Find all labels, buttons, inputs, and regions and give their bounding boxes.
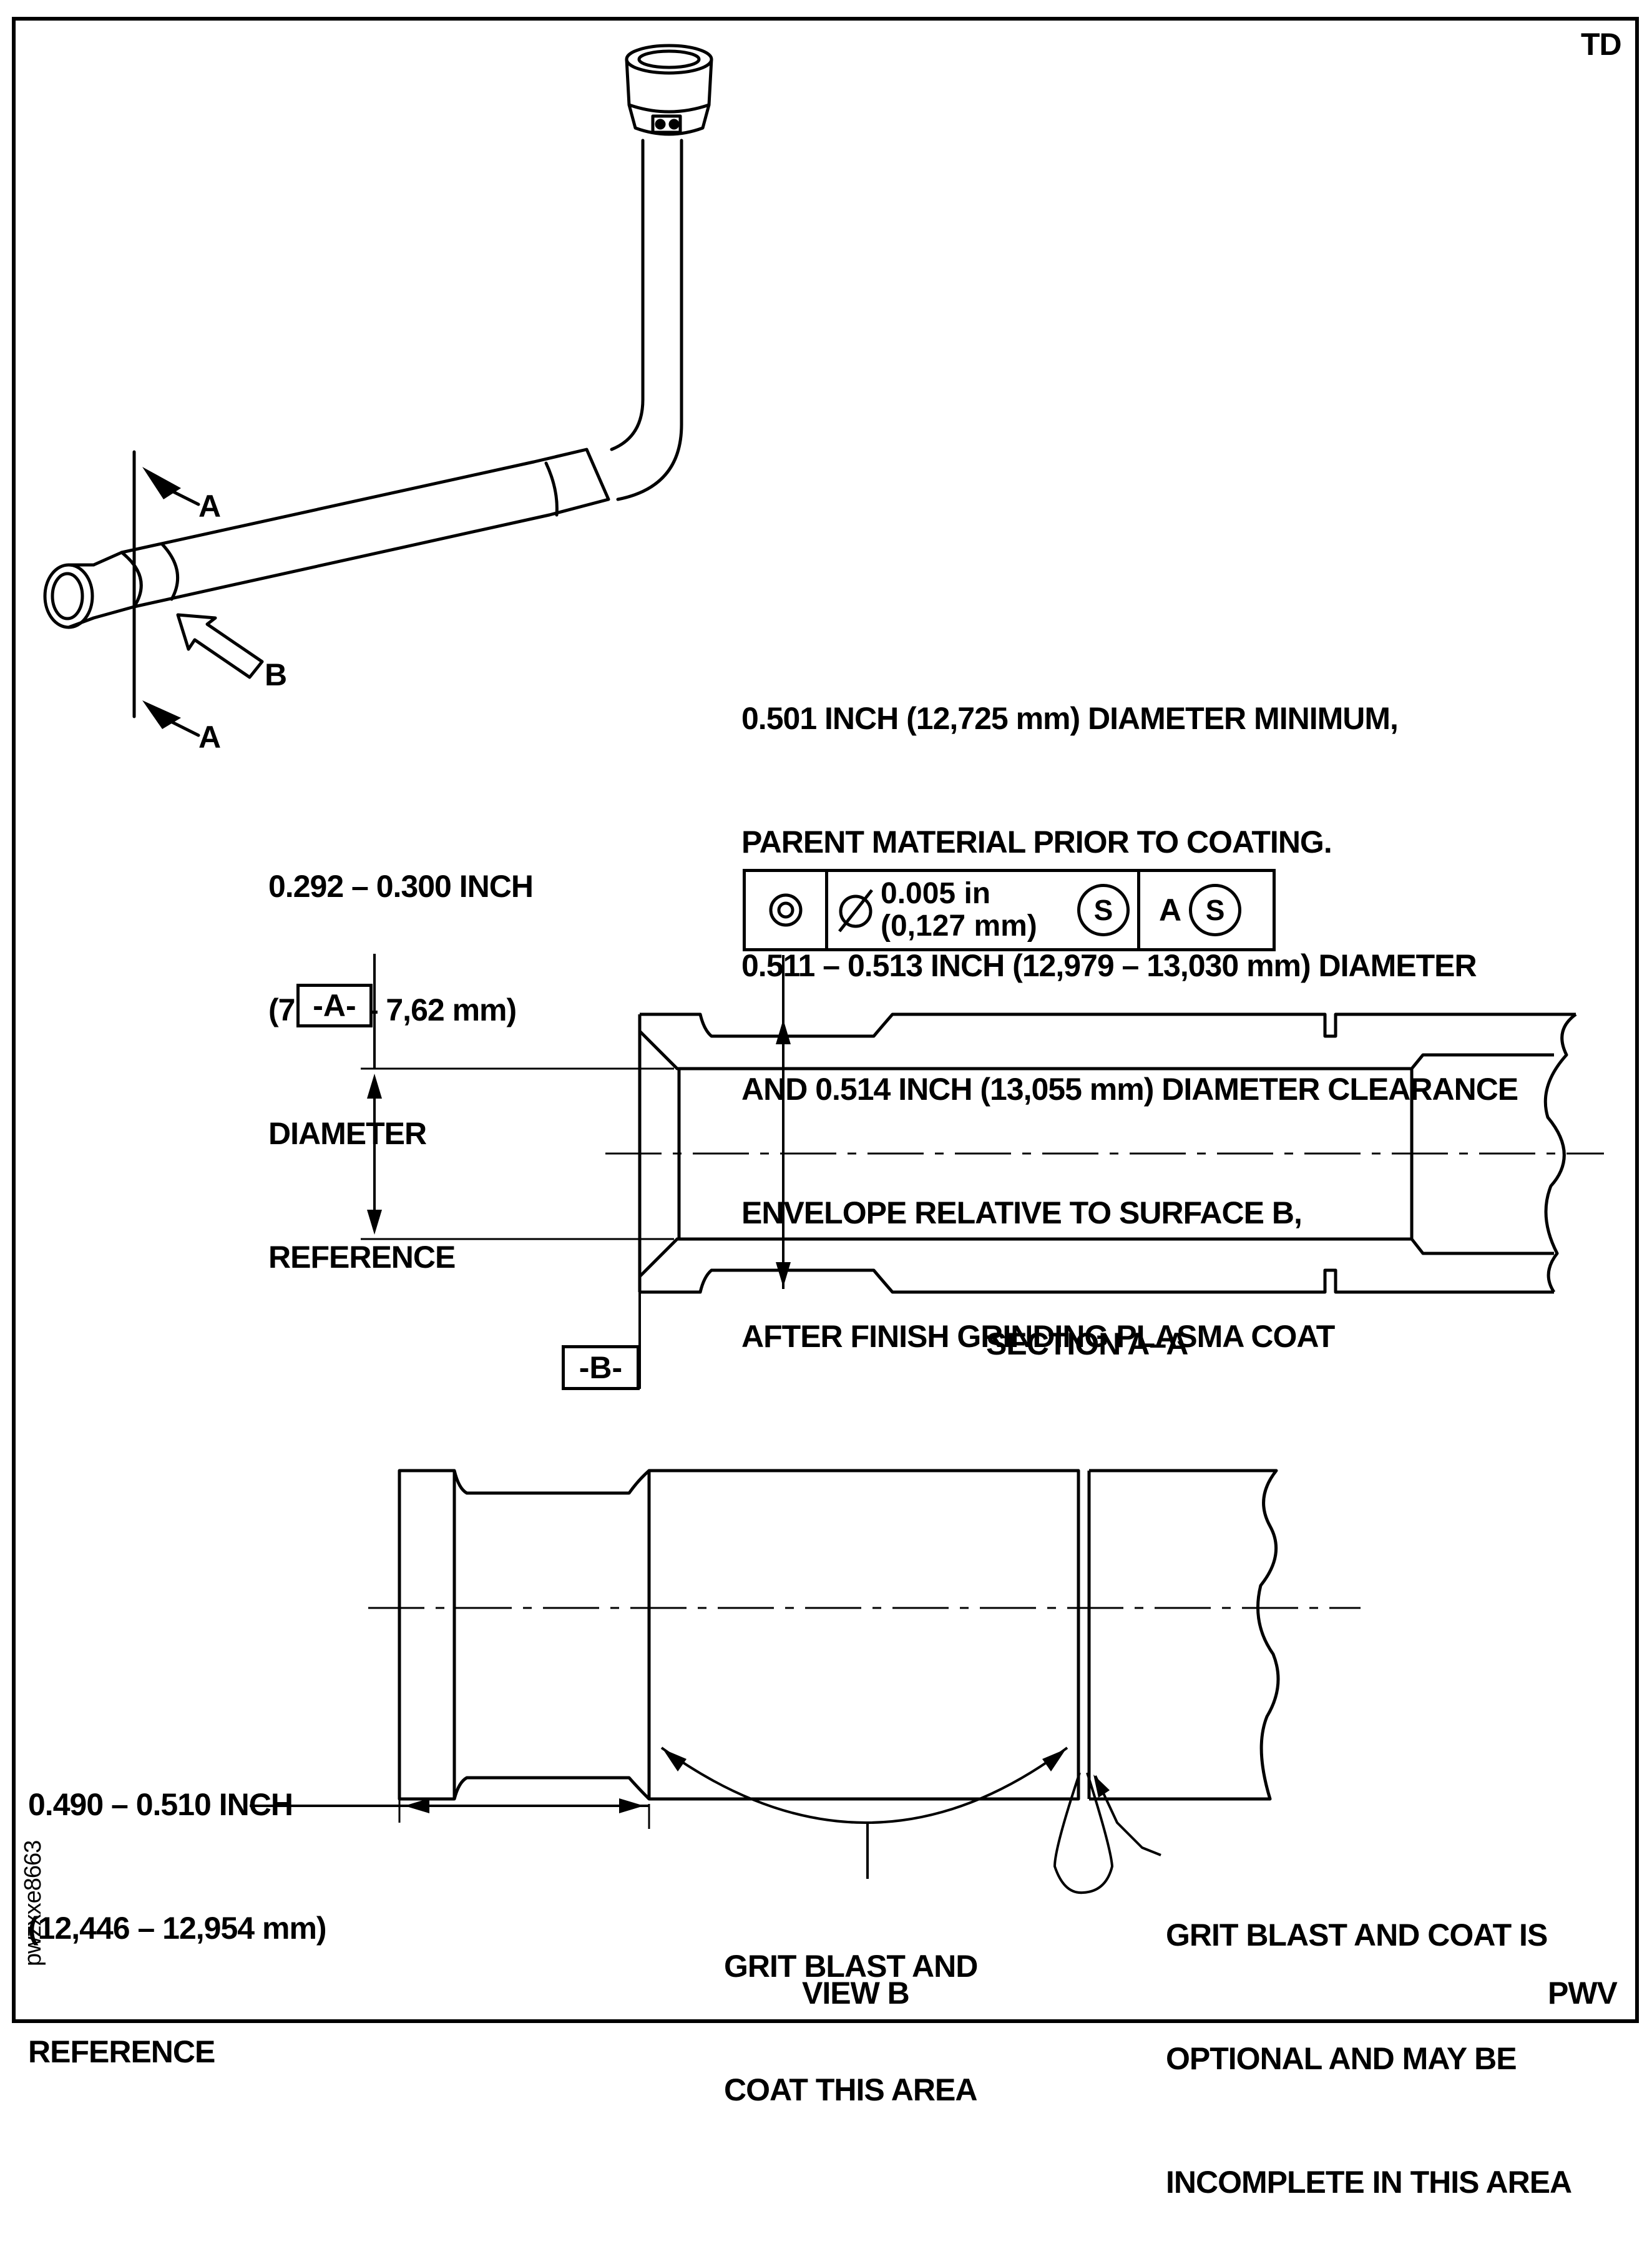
concentricity-icon bbox=[769, 893, 802, 927]
note-line: GRIT BLAST AND COAT IS bbox=[1166, 1918, 1548, 1952]
note-line: AND 0.514 INCH (13,055 mm) DIAMETER CLEA… bbox=[741, 1072, 1518, 1107]
note-line: 0.292 – 0.300 INCH bbox=[268, 869, 534, 904]
modifier-s-1: S bbox=[1077, 884, 1130, 936]
section-marker-a-bottom: A bbox=[198, 720, 221, 755]
note-line: (12,446 – 12,954 mm) bbox=[28, 1911, 327, 1946]
note-length-reference: 0.490 – 0.510 INCH (12,446 – 12,954 mm) … bbox=[28, 1702, 327, 2114]
feature-control-frame: 0.005 in (0,127 mm) S A S bbox=[743, 869, 1276, 951]
view-b-arrows bbox=[404, 1749, 1110, 1813]
note-line: REFERENCE bbox=[268, 1240, 456, 1275]
note-line: AFTER FINISH GRINDING PLASMA COAT bbox=[741, 1319, 1335, 1354]
note-line: INCOMPLETE IN THIS AREA bbox=[1166, 2165, 1572, 2200]
corner-label-td: TD bbox=[1581, 27, 1622, 62]
concentricity-symbol-cell bbox=[746, 872, 828, 948]
section-caption: SECTION A–A bbox=[986, 1326, 1188, 1361]
note-line: GRIT BLAST AND bbox=[724, 1949, 978, 1984]
note-line: OPTIONAL AND MAY BE bbox=[1166, 2041, 1517, 2076]
view-b bbox=[250, 1469, 1361, 1894]
view-caption: VIEW B bbox=[802, 1976, 910, 2011]
border bbox=[12, 17, 1639, 2023]
note-line: 0.511 – 0.513 INCH (12,979 – 13,030 mm) … bbox=[741, 948, 1477, 983]
drawing-frame: TD PWV pwzxxe8663 A A B 0.501 INCH (12,7… bbox=[12, 17, 1639, 2200]
note-line: 0.490 – 0.510 INCH bbox=[28, 1787, 293, 1822]
section-a-a bbox=[361, 954, 1604, 1389]
tolerance-inch: 0.005 in bbox=[881, 877, 991, 910]
note-line: REFERENCE bbox=[28, 2034, 215, 2069]
view-arrow-b-label: B bbox=[265, 657, 287, 692]
note-coating-diameter: 0.501 INCH (12,725 mm) DIAMETER MINIMUM,… bbox=[741, 615, 1518, 1398]
technical-drawing bbox=[12, 17, 1639, 2023]
note-line: ENVELOPE RELATIVE TO SURFACE B, bbox=[741, 1195, 1303, 1230]
note-line: COAT THIS AREA bbox=[724, 2072, 977, 2107]
tolerance-cell: 0.005 in (0,127 mm) S bbox=[828, 872, 1140, 948]
datum-label-b: -B- bbox=[562, 1345, 640, 1390]
section-arrows bbox=[367, 1019, 791, 1287]
note-line: PARENT MATERIAL PRIOR TO COATING. bbox=[741, 825, 1332, 860]
datum-label-a: -A- bbox=[296, 984, 373, 1027]
diameter-icon bbox=[838, 889, 873, 933]
tolerance-value: 0.005 in (0,127 mm) bbox=[881, 878, 1037, 943]
note-inner-diameter: 0.292 – 0.300 INCH (7,417 – 7,62 mm) DIA… bbox=[268, 783, 534, 1319]
note-line: DIAMETER bbox=[268, 1116, 427, 1151]
corner-label-pwv: PWV bbox=[1548, 1976, 1618, 2011]
datum-cell: A S bbox=[1140, 872, 1273, 948]
note-line: 0.501 INCH (12,725 mm) DIAMETER MINIMUM, bbox=[741, 701, 1399, 736]
note-optional-area: GRIT BLAST AND COAT IS OPTIONAL AND MAY … bbox=[1166, 1832, 1572, 2244]
tolerance-mm: (0,127 mm) bbox=[881, 909, 1037, 943]
isometric-tube bbox=[43, 44, 713, 737]
section-marker-a-top: A bbox=[198, 489, 221, 524]
modifier-s-2: S bbox=[1189, 884, 1242, 936]
datum-ref-a: A bbox=[1159, 893, 1182, 928]
